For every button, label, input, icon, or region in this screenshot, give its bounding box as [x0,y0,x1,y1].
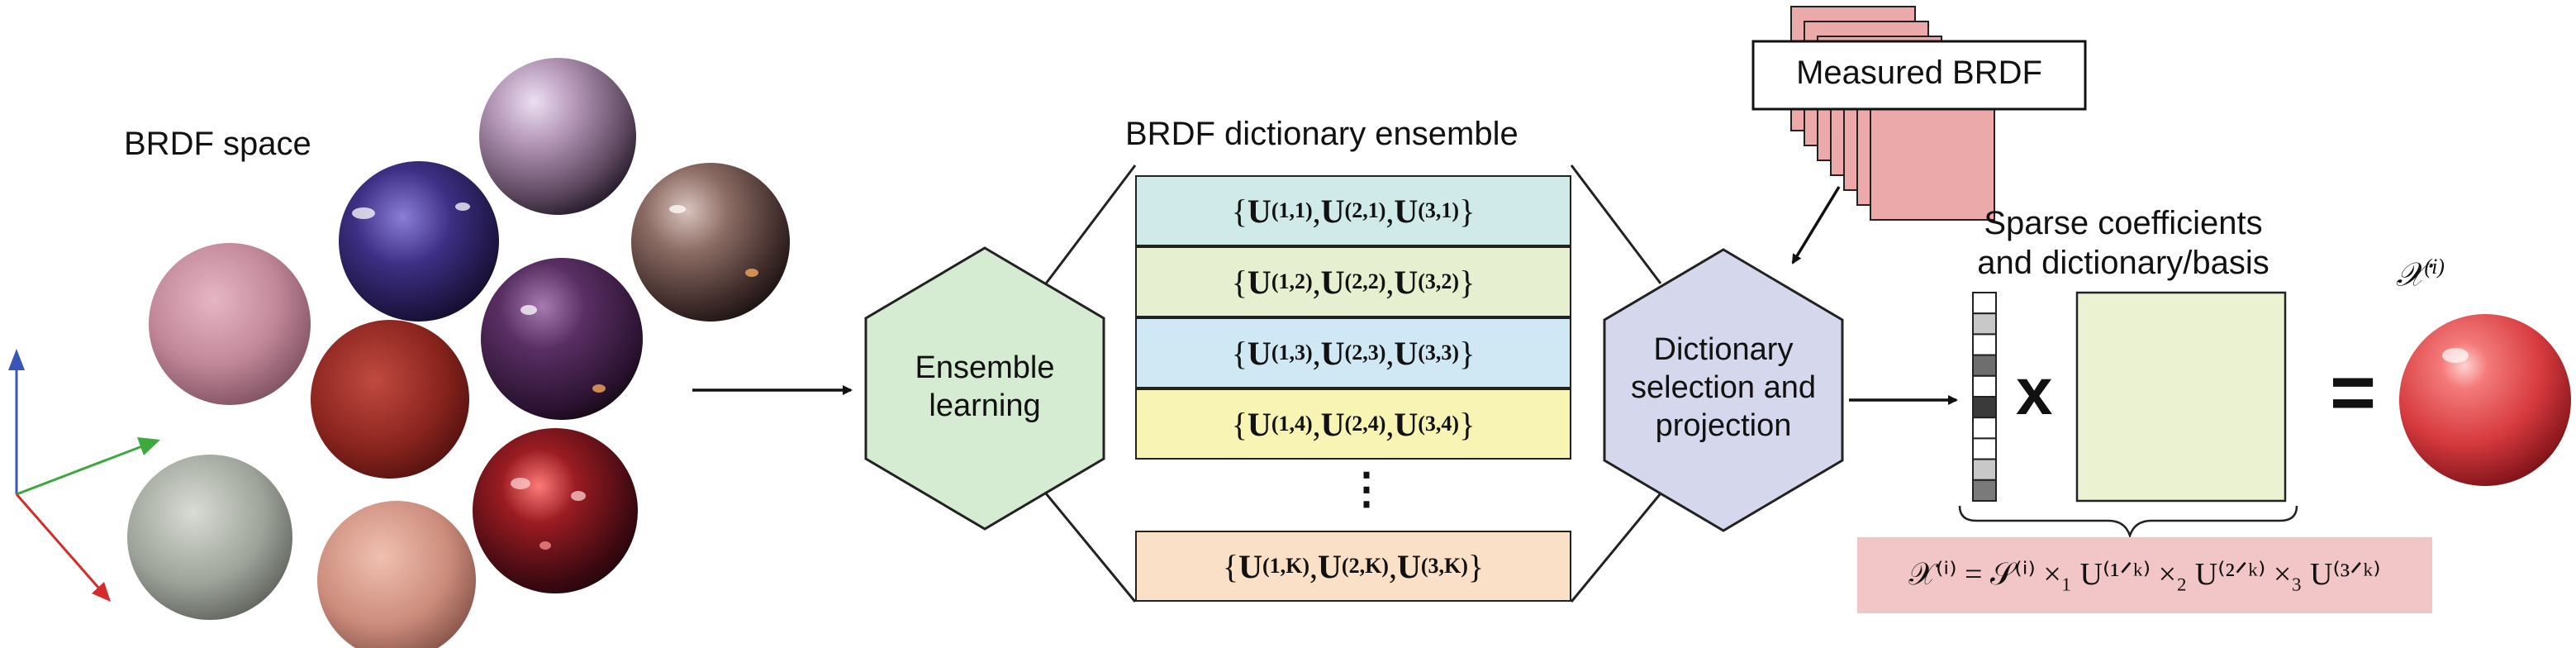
measured-brdf-sheet [1870,95,1995,221]
brdf-sphere-blue-metallic [339,161,499,322]
axis-y-line [16,445,143,496]
brdf-sphere-pink [149,243,311,405]
coordinate-axes-icon [8,349,160,602]
brdf-sphere-violet [479,58,636,215]
sparse-coefficient-vector [1972,292,1997,502]
sphere-highlights [352,202,758,550]
sparse-coefficient-cell [1972,417,1997,440]
brdf-space-label: BRDF space [124,126,311,162]
sparse-coefficients-label-line2: and dictionary/basis [1977,245,2269,281]
brdf-sphere-grey [127,455,292,620]
ensemble-title: BRDF dictionary ensemble [1125,116,1519,152]
brdf-sphere-collection [127,58,790,648]
curly-brace [1958,505,2298,539]
dictionary-selection-hexagon [1603,248,1844,532]
ensemble-learning-label: Ensemble learning [876,349,1094,425]
brdf-sphere-salmon [317,501,476,648]
sparse-coefficient-cell [1972,333,1997,356]
brdf-sphere-glitter [473,428,638,593]
arrow-measured-to-selection [1791,186,1841,264]
brdf-sphere-red [311,320,469,479]
ensemble-learning-label-line2: learning [929,388,1041,423]
dictionary-entry-k: {U(1,K), U(2,K), U(3,K)} [1135,531,1571,602]
measured-brdf-label: Measured BRDF [1796,55,2042,91]
dictionary-entry-2: {U(1,2), U(2,2), U(3,2)} [1135,246,1571,317]
dictionary-selection-label-line2: selection and [1631,370,1816,405]
equals-symbol: = [2330,348,2377,436]
formula-text: 𝒳⁽ⁱ⁾ = 𝒮⁽ⁱ⁾ ×₁ U⁽¹ᐟᵏ⁾ ×₂ U⁽²ᐟᵏ⁾ ×₃ U⁽³ᐟᵏ… [1908,557,2381,592]
sparse-coefficient-cell [1972,479,1997,502]
result-symbol: 𝒳(i) [2396,255,2445,293]
brdf-sphere-bronze [631,163,790,322]
sparse-coefficient-cell [1972,374,1997,398]
result-sphere-highlight [2442,348,2469,363]
dictionary-selection-label-line1: Dictionary [1653,332,1794,367]
formula-box [1857,537,2432,613]
connector-learning-top [1044,164,1137,284]
ensemble-learning-hexagon [864,246,1105,531]
result-symbol-letter: 𝒳 [2396,255,2425,293]
dictionary-selection-label: Dictionary selection and projection [1611,331,1836,445]
dictionary-basis-matrix [2075,291,2287,503]
dictionary-entry-1: {U(1,1), U(2,1), U(3,1)} [1135,175,1571,246]
brdf-sphere-plum [481,258,643,420]
result-symbol-superscript: (i) [2424,255,2445,279]
dictionary-selection-label-line3: projection [1655,408,1792,443]
result-brdf-sphere [2399,314,2571,486]
axis-z-arrowhead [8,349,25,370]
sparse-coefficients-label: Sparse coefficients and dictionary/basis [1966,203,2280,283]
times-symbol: x [2016,355,2053,428]
connector-learning-bottom [1044,493,1137,603]
sparse-coefficient-cell [1972,292,1997,315]
measured-brdf-stack [1751,6,2087,221]
sparse-coefficient-cell [1972,396,1997,419]
dictionary-entry-4: {U(1,4), U(2,4), U(3,4)} [1135,388,1571,460]
measured-brdf-label-box [1751,40,2087,111]
sparse-coefficient-cell [1972,312,1997,336]
ensemble-learning-label-line1: Ensemble [915,350,1055,385]
dictionary-entry-3: {U(1,3), U(2,3), U(3,3)} [1135,317,1571,388]
axis-x-arrowhead [92,582,111,602]
axis-x-line [15,493,101,589]
sparse-coefficient-cell [1972,458,1997,481]
sparse-coefficient-cell [1972,354,1997,377]
axis-y-arrowhead [137,437,160,455]
connector-selection-top [1570,164,1662,284]
sparse-coefficients-label-line1: Sparse coefficients [1984,205,2263,241]
connector-selection-bottom [1570,493,1662,603]
ellipsis: ⋮ [1345,465,1388,513]
sparse-coefficient-cell [1972,437,1997,460]
